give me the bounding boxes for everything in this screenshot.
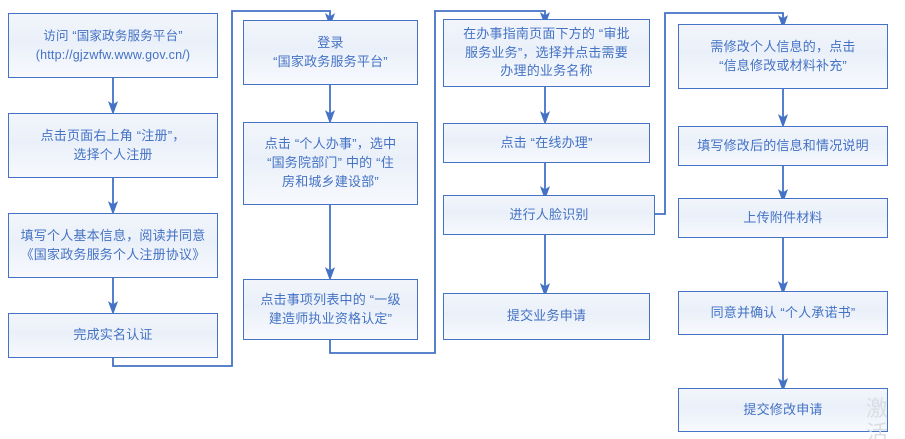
flow-node-face-recognition[interactable]: 进行人脸识别	[443, 195, 655, 235]
flow-node-label: 登录 “国家政务服务平台”	[273, 34, 388, 69]
flow-node-realname-auth[interactable]: 完成实名认证	[8, 313, 218, 358]
flow-node-label: 提交修改申请	[743, 401, 823, 417]
flow-node-label: 访问 “国家政务服务平台” (http://gjzwfw.www.gov.cn/…	[35, 29, 191, 62]
flow-node-submit-modification[interactable]: 提交修改申请	[678, 388, 888, 432]
flow-node-upload-attachments[interactable]: 上传附件材料	[678, 198, 888, 238]
flow-node-label: 填写个人基本信息，阅读并同意 《国家政务服务个人注册协议》	[20, 227, 206, 262]
watermark-text: 激活 转到	[866, 396, 889, 439]
flow-node-label: 提交业务申请	[506, 308, 587, 324]
flow-node-click-online-handle[interactable]: 点击 “在线办理”	[443, 123, 650, 163]
flow-node-submit-application[interactable]: 提交业务申请	[443, 293, 650, 340]
flow-node-modify-personal-info[interactable]: 需修改个人信息的，点击 “信息修改或材料补充”	[678, 24, 888, 89]
flow-node-click-register[interactable]: 点击页面右上角 “注册”， 选择个人注册	[8, 113, 218, 178]
flow-node-label: 点击 “个人办事”，选中 “国务院部门” 中的 “住 房和城乡建设部”	[264, 136, 397, 189]
flow-node-label: 上传附件材料	[743, 209, 823, 225]
flow-node-label: 进行人脸识别	[509, 206, 589, 222]
flow-node-confirm-commitment[interactable]: 同意并确认 “个人承诺书”	[678, 291, 888, 335]
flow-node-label: 完成实名认证	[73, 327, 153, 343]
flow-node-select-department[interactable]: 点击 “个人办事”，选中 “国务院部门” 中的 “住 房和城乡建设部”	[243, 122, 418, 205]
flow-node-label: 在办事指南页面下方的 “审批 服务业务”，选择并点击需要 办理的业务名称	[463, 25, 630, 79]
flow-node-label: 点击页面右上角 “注册”， 选择个人注册	[40, 127, 186, 162]
flow-node-fill-basic-info[interactable]: 填写个人基本信息，阅读并同意 《国家政务服务个人注册协议》	[8, 213, 218, 278]
flow-node-choose-service[interactable]: 在办事指南页面下方的 “审批 服务业务”，选择并点击需要 办理的业务名称	[443, 19, 650, 87]
flow-node-label: 填写修改后的信息和情况说明	[697, 137, 869, 153]
flow-node-fill-modified-info[interactable]: 填写修改后的信息和情况说明	[678, 126, 888, 166]
flow-node-visit-platform[interactable]: 访问 “国家政务服务平台” (http://gjzwfw.www.gov.cn/…	[8, 13, 218, 78]
flow-node-select-item[interactable]: 点击事项列表中的 “一级 建造师执业资格认定”	[243, 279, 418, 340]
flow-node-label: 点击 “在线办理”	[500, 134, 593, 150]
flow-node-label: 点击事项列表中的 “一级 建造师执业资格认定”	[260, 291, 401, 326]
flow-node-login-platform[interactable]: 登录 “国家政务服务平台”	[243, 20, 418, 85]
flow-node-label: 需修改个人信息的，点击 “信息修改或材料补充”	[710, 38, 856, 73]
flow-node-label: 同意并确认 “个人承诺书”	[710, 304, 856, 320]
